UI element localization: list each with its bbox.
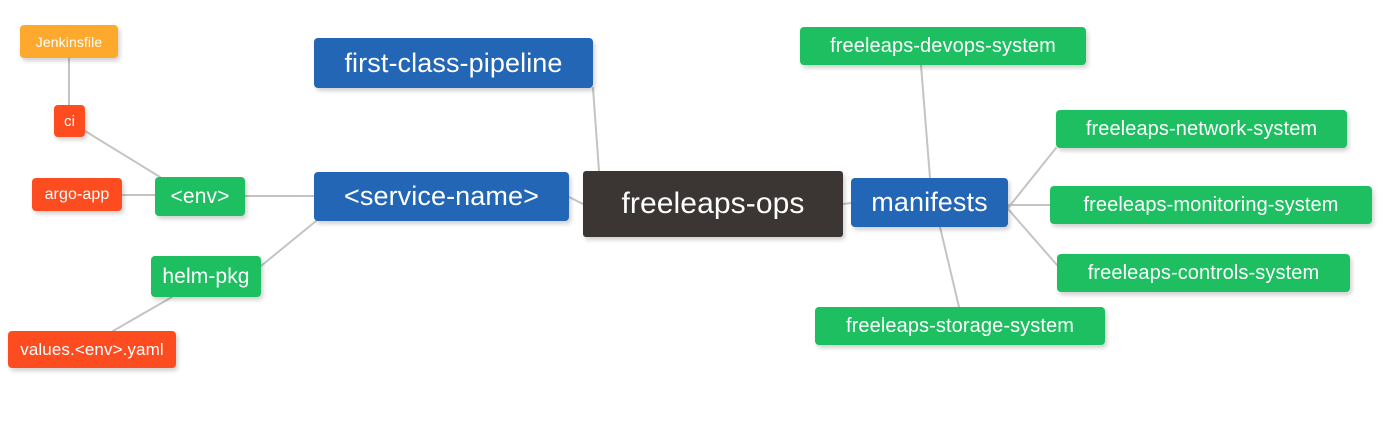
edge-root-service-name bbox=[568, 196, 584, 205]
node-freeleaps-controls-system[interactable]: freeleaps-controls-system bbox=[1057, 254, 1350, 292]
node-manifests[interactable]: manifests bbox=[851, 178, 1008, 227]
node-label: argo-app bbox=[44, 185, 110, 203]
node-label: ci bbox=[63, 112, 76, 130]
edge-manifests-storage-system bbox=[939, 226, 960, 308]
node-freeleaps-devops-system[interactable]: freeleaps-devops-system bbox=[800, 27, 1086, 65]
edge-service-name-helm-pkg bbox=[260, 220, 317, 267]
node-freeleaps-storage-system[interactable]: freeleaps-storage-system bbox=[815, 307, 1105, 345]
node-label: <service-name> bbox=[344, 181, 539, 211]
edge-manifests-devops-system bbox=[920, 64, 931, 179]
node-values-env-yaml[interactable]: values.<env>.yaml bbox=[8, 331, 176, 368]
node-service-name[interactable]: <service-name> bbox=[314, 172, 569, 221]
node-freeleaps-network-system[interactable]: freeleaps-network-system bbox=[1056, 110, 1347, 148]
node-label: Jenkinsfile bbox=[35, 33, 103, 50]
edge-root-manifests bbox=[842, 202, 852, 205]
node-label: manifests bbox=[871, 187, 988, 217]
node-label: <env> bbox=[170, 184, 230, 208]
node-label: freeleaps-storage-system bbox=[845, 314, 1075, 337]
edge-manifests-network-system bbox=[1007, 147, 1057, 209]
node-label: freeleaps-devops-system bbox=[830, 34, 1056, 57]
node-label: freeleaps-monitoring-system bbox=[1083, 193, 1339, 216]
node-helm-pkg[interactable]: helm-pkg bbox=[151, 256, 261, 297]
edge-env-ci bbox=[84, 130, 161, 178]
node-first-class-pipeline[interactable]: first-class-pipeline bbox=[314, 38, 593, 88]
node-label: freeleaps-ops bbox=[621, 187, 805, 220]
node-label: freeleaps-controls-system bbox=[1087, 261, 1320, 284]
node-freeleaps-monitoring-system[interactable]: freeleaps-monitoring-system bbox=[1050, 186, 1372, 224]
edge-helm-pkg-values-yaml bbox=[112, 296, 173, 332]
node-ci[interactable]: ci bbox=[54, 105, 85, 137]
node-label: freeleaps-network-system bbox=[1085, 117, 1318, 140]
node-jenkinsfile[interactable]: Jenkinsfile bbox=[20, 25, 118, 58]
node-argo-app[interactable]: argo-app bbox=[32, 178, 122, 211]
edge-root-first-class-pipeline bbox=[592, 87, 600, 172]
node-label: first-class-pipeline bbox=[344, 47, 563, 78]
node-label: helm-pkg bbox=[162, 264, 250, 288]
node-label: values.<env>.yaml bbox=[20, 339, 164, 359]
node-freeleaps-ops[interactable]: freeleaps-ops bbox=[583, 171, 843, 237]
node-env[interactable]: <env> bbox=[155, 177, 245, 216]
